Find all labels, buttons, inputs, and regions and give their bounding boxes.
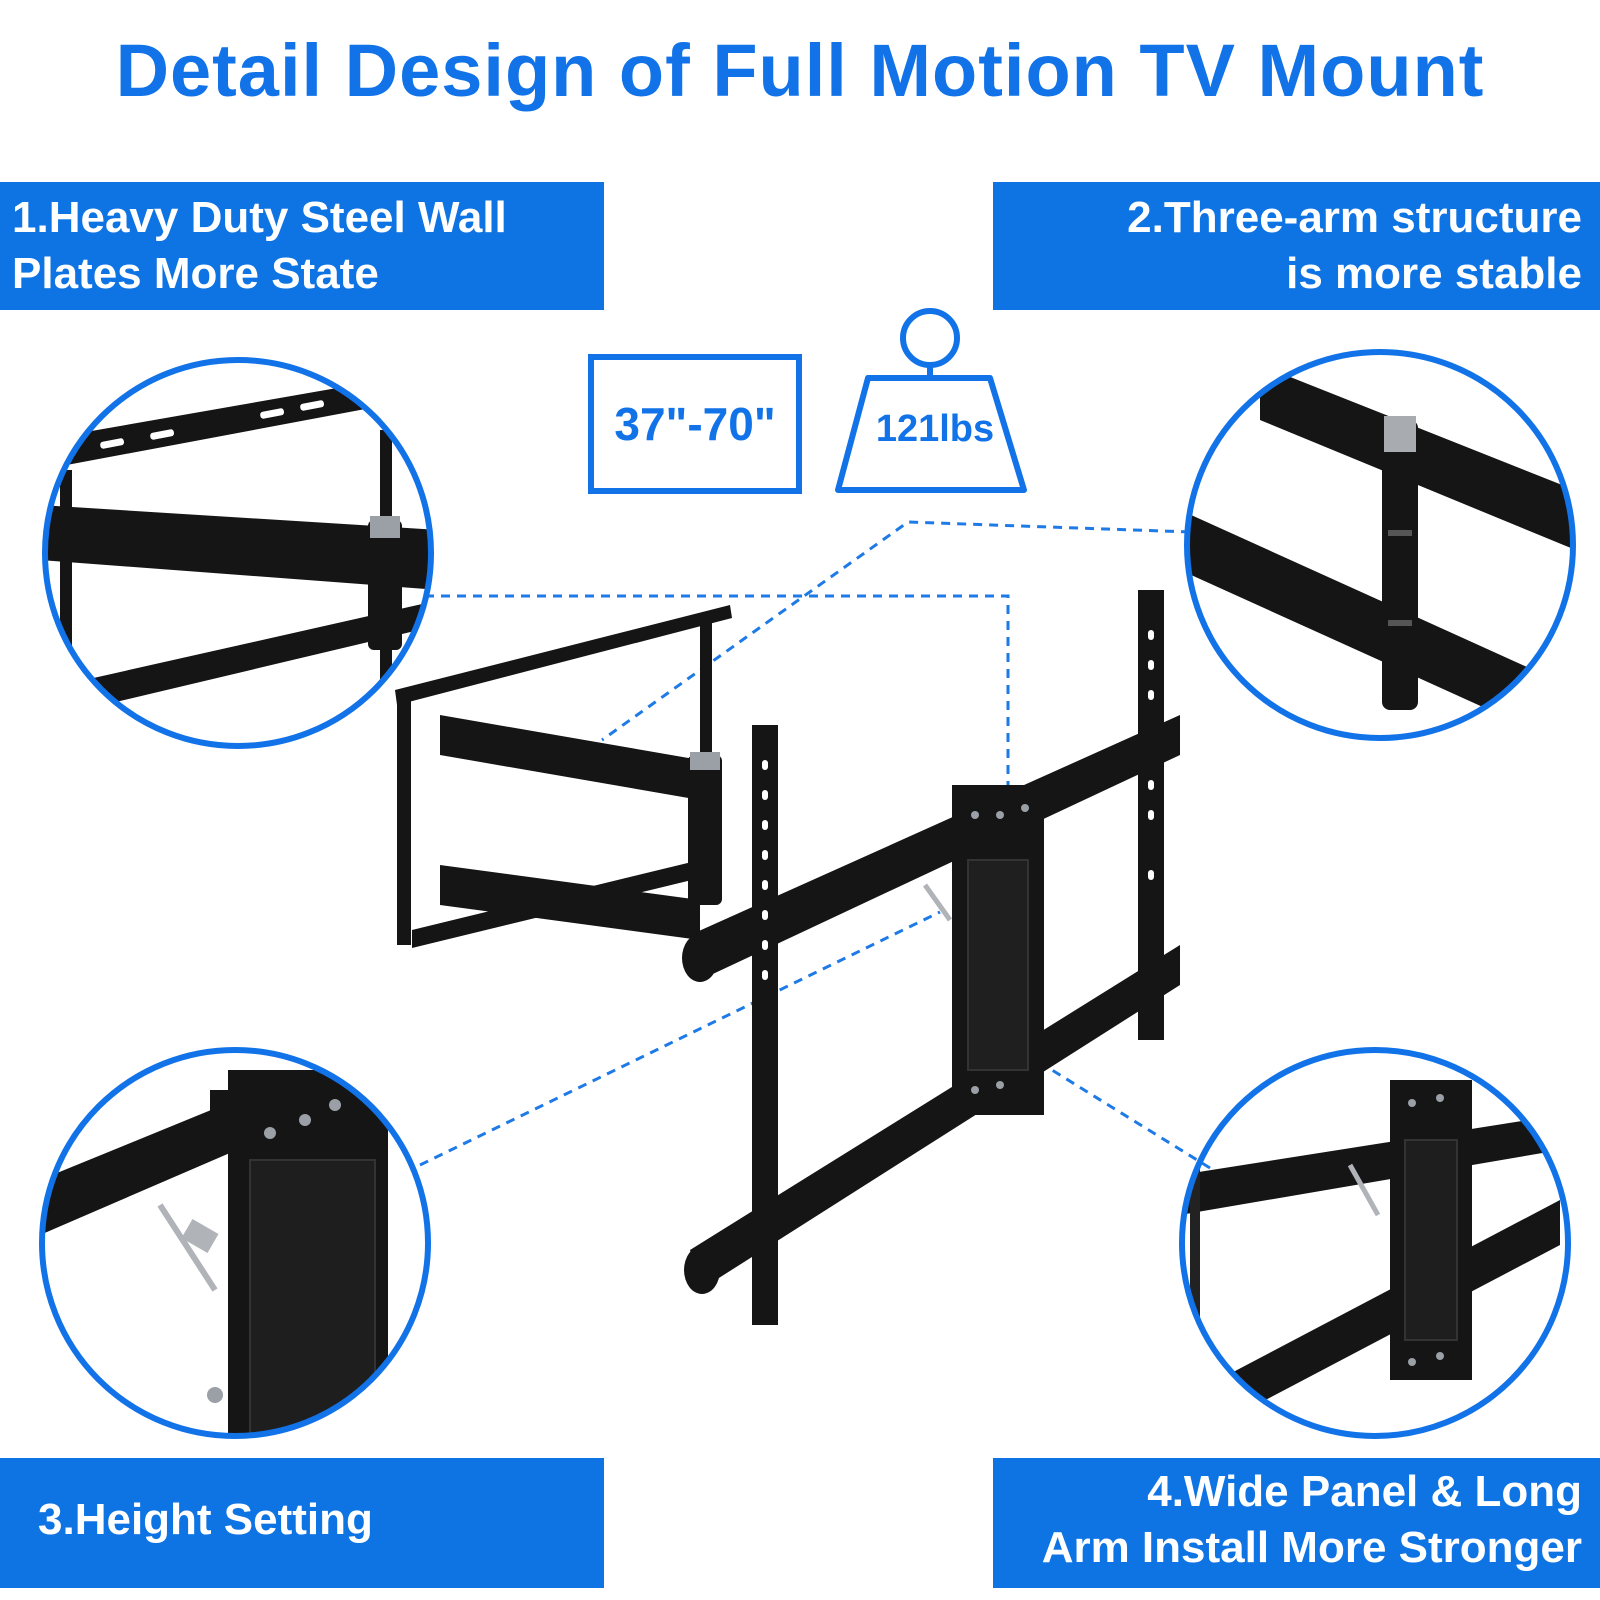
weight-icon (835, 308, 1027, 493)
tv-mount-illustration (395, 590, 1180, 1325)
max-load-label: 121lbs (875, 408, 995, 450)
feature-banner-wide-panel: 4.Wide Panel & Long Arm Install More Str… (993, 1458, 1600, 1588)
feature-banner-wall-plates: 1.Heavy Duty Steel Wall Plates More Stat… (0, 182, 604, 310)
feature-line: 1.Heavy Duty Steel Wall (12, 193, 507, 242)
tv-size-label: 37"-70" (614, 398, 776, 450)
long-arm-upper (690, 715, 1180, 980)
lower-arm (440, 865, 700, 940)
wall-plate-left-post (397, 690, 411, 945)
long-arm-lower (690, 945, 1180, 1290)
vertical-plate-left (752, 725, 778, 1325)
feature-banner-height: 3.Height Setting (0, 1458, 604, 1588)
feature-line: is more stable (1286, 249, 1582, 298)
callout-line-three-arm (601, 520, 1191, 742)
detail-circle-three-arm (1184, 349, 1576, 741)
arm-hinge (688, 755, 722, 905)
detail-circle-wide-panel (1179, 1047, 1571, 1439)
feature-line: Arm Install More Stronger (1041, 1523, 1582, 1572)
feature-banner-three-arm: 2.Three-arm structure is more stable (993, 182, 1600, 310)
feature-line: Plates More State (12, 249, 379, 298)
callout-lines (419, 520, 1211, 1170)
feature-line: 4.Wide Panel & Long (1147, 1467, 1582, 1516)
page-title: Detail Design of Full Motion TV Mount (115, 29, 1485, 112)
feature-line: 3.Height Setting (38, 1495, 373, 1544)
detail-circle-wall-plate (42, 357, 434, 749)
callout-line-height (419, 910, 941, 1167)
tv-size-frame-icon: 37"-70" (588, 354, 802, 494)
upper-arm (440, 715, 700, 800)
wall-plate-top-rail (395, 605, 732, 705)
feature-line: 2.Three-arm structure (1127, 193, 1582, 242)
detail-circle-height (39, 1047, 431, 1439)
callout-line-wall-plate (425, 594, 1010, 810)
